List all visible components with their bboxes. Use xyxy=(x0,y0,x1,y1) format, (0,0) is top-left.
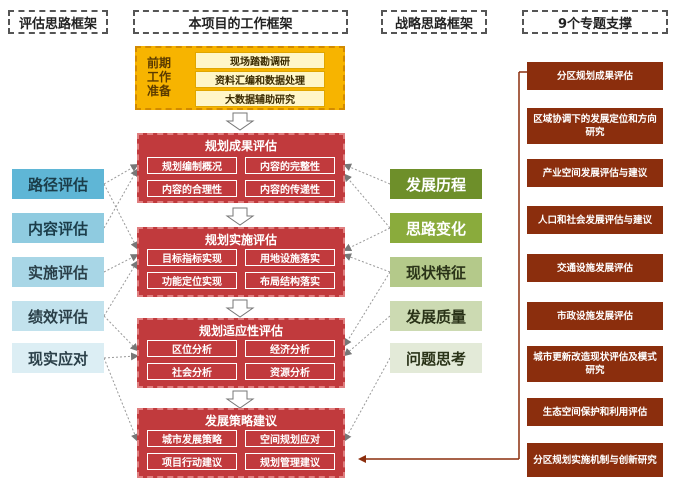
header-strategy: 战略思路框架 xyxy=(381,10,487,34)
section-implementation-assessment: 规划实施评估 目标指标实现 用地设施落实 功能定位实现 布局结构落实 xyxy=(137,227,345,297)
topic-box: 生态空间保护和利用评估 xyxy=(527,398,663,426)
topic-box: 区域协调下的发展定位和方向研究 xyxy=(527,108,663,144)
prep-item: 资料汇编和数据处理 xyxy=(195,71,325,88)
header-topics: 9个专题支撑 xyxy=(522,10,668,34)
assessment-box-path: 路径评估 xyxy=(12,169,104,199)
section-cell: 内容的合理性 xyxy=(147,180,237,197)
section-cell: 内容的传递性 xyxy=(245,180,335,197)
section-title: 规划适应性评估 xyxy=(198,324,283,338)
section-cell: 功能定位实现 xyxy=(147,272,237,289)
assessment-box-response: 现实应对 xyxy=(12,343,104,373)
section-cell: 区位分析 xyxy=(147,340,237,357)
header-assessment: 评估思路框架 xyxy=(8,10,108,34)
prep-item: 大数据辅助研究 xyxy=(195,90,325,107)
section-adaptability-assessment: 规划适应性评估 区位分析 经济分析 社会分析 资源分析 xyxy=(137,318,345,388)
section-cell: 空间规划应对 xyxy=(245,430,335,447)
prep-title: 前期工作准备 xyxy=(146,56,171,98)
header-project: 本项目的工作框架 xyxy=(133,10,348,34)
section-cell: 布局结构落实 xyxy=(245,272,335,289)
topic-box: 市政设施发展评估 xyxy=(527,302,663,330)
section-title: 规划实施评估 xyxy=(204,233,277,247)
strategy-box-history: 发展历程 xyxy=(390,169,482,199)
assessment-box-content: 内容评估 xyxy=(12,213,104,243)
section-strategy-suggestions: 发展策略建议 城市发展策略 空间规划应对 项目行动建议 规划管理建议 xyxy=(137,408,345,478)
section-cell: 城市发展策略 xyxy=(147,430,237,447)
section-cell: 社会分析 xyxy=(147,363,237,380)
strategy-box-quality: 发展质量 xyxy=(390,301,482,331)
section-cell: 经济分析 xyxy=(245,340,335,357)
assessment-box-performance: 绩效评估 xyxy=(12,301,104,331)
topic-box: 城市更新改造现状评估及模式研究 xyxy=(527,346,663,382)
section-cell: 用地设施落实 xyxy=(245,249,335,266)
section-title: 发展策略建议 xyxy=(204,414,277,428)
section-title: 规划成果评估 xyxy=(204,139,277,153)
topic-box: 分区规划成果评估 xyxy=(527,62,663,90)
section-outcome-assessment: 规划成果评估 规划编制概况 内容的完整性 内容的合理性 内容的传递性 xyxy=(137,133,345,203)
topic-box: 产业空间发展评估与建议 xyxy=(527,159,663,187)
assessment-box-implementation: 实施评估 xyxy=(12,257,104,287)
section-cell: 规划管理建议 xyxy=(245,453,335,470)
section-cell: 目标指标实现 xyxy=(147,249,237,266)
topic-box: 分区规划实施机制与创新研究 xyxy=(527,443,663,477)
prep-block: 前期工作准备 现场踏勘调研 资料汇编和数据处理 大数据辅助研究 xyxy=(135,46,345,110)
section-cell: 项目行动建议 xyxy=(147,453,237,470)
section-cell: 规划编制概况 xyxy=(147,157,237,174)
strategy-box-thinking: 思路变化 xyxy=(390,213,482,243)
topic-box: 交通设施发展评估 xyxy=(527,254,663,282)
section-cell: 内容的完整性 xyxy=(245,157,335,174)
prep-item: 现场踏勘调研 xyxy=(195,52,325,69)
section-cell: 资源分析 xyxy=(245,363,335,380)
topic-box: 人口和社会发展评估与建议 xyxy=(527,206,663,234)
strategy-box-status: 现状特征 xyxy=(390,257,482,287)
strategy-box-problems: 问题思考 xyxy=(390,343,482,373)
